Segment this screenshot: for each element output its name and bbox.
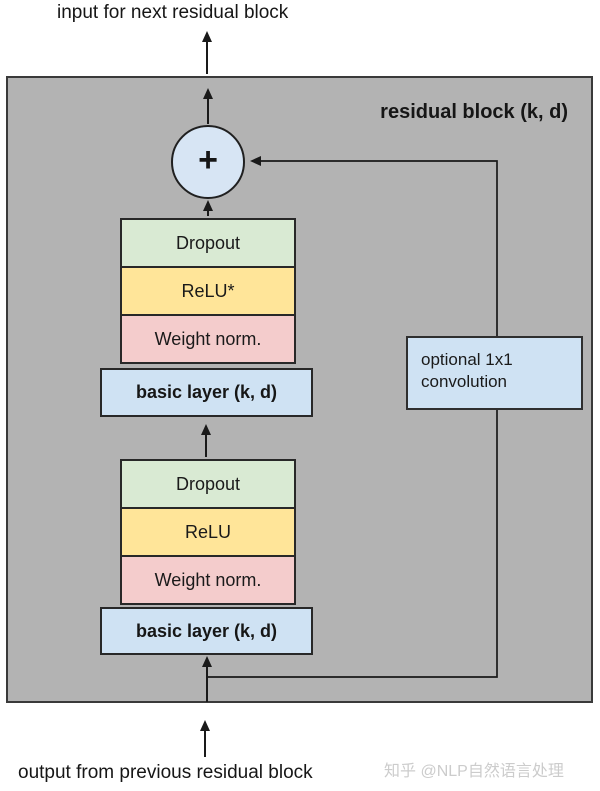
watermark-text: 知乎 @NLP自然语言处理 — [384, 763, 564, 780]
lower-dropout-label: Dropout — [175, 473, 241, 494]
residual-block-title: residual block (k, d) — [380, 101, 568, 123]
upper-relu-box: ReLU* — [120, 266, 296, 316]
upper-weightnorm-label: Weight norm. — [154, 328, 262, 349]
upper-dropout-box: Dropout — [120, 218, 296, 268]
upper-weightnorm-box: Weight norm. — [120, 314, 296, 364]
upper-relu-label: ReLU* — [181, 280, 235, 301]
upper-stack: Dropout ReLU* Weight norm. — [120, 218, 296, 364]
lower-basic-layer-box: basic layer (k, d) — [100, 607, 313, 655]
summation-circle: + — [171, 125, 245, 199]
input-label: input for next residual block — [57, 2, 289, 23]
lower-relu-label: ReLU — [184, 521, 232, 542]
optional-conv-line1: optional 1x1 — [421, 350, 513, 369]
optional-conv-box: optional 1x1 convolution — [406, 336, 583, 410]
output-label: output from previous residual block — [18, 762, 313, 783]
lower-dropout-box: Dropout — [120, 459, 296, 509]
upper-basic-layer-box: basic layer (k, d) — [100, 368, 313, 417]
lower-basic-layer-label: basic layer (k, d) — [135, 620, 278, 641]
lower-weightnorm-label: Weight norm. — [154, 569, 262, 590]
upper-dropout-label: Dropout — [175, 232, 241, 253]
lower-weightnorm-box: Weight norm. — [120, 555, 296, 605]
lower-stack: Dropout ReLU Weight norm. — [120, 459, 296, 605]
plus-symbol: + — [198, 141, 218, 179]
upper-basic-layer-label: basic layer (k, d) — [135, 382, 278, 402]
lower-relu-box: ReLU — [120, 507, 296, 557]
optional-conv-line2: convolution — [421, 372, 508, 391]
